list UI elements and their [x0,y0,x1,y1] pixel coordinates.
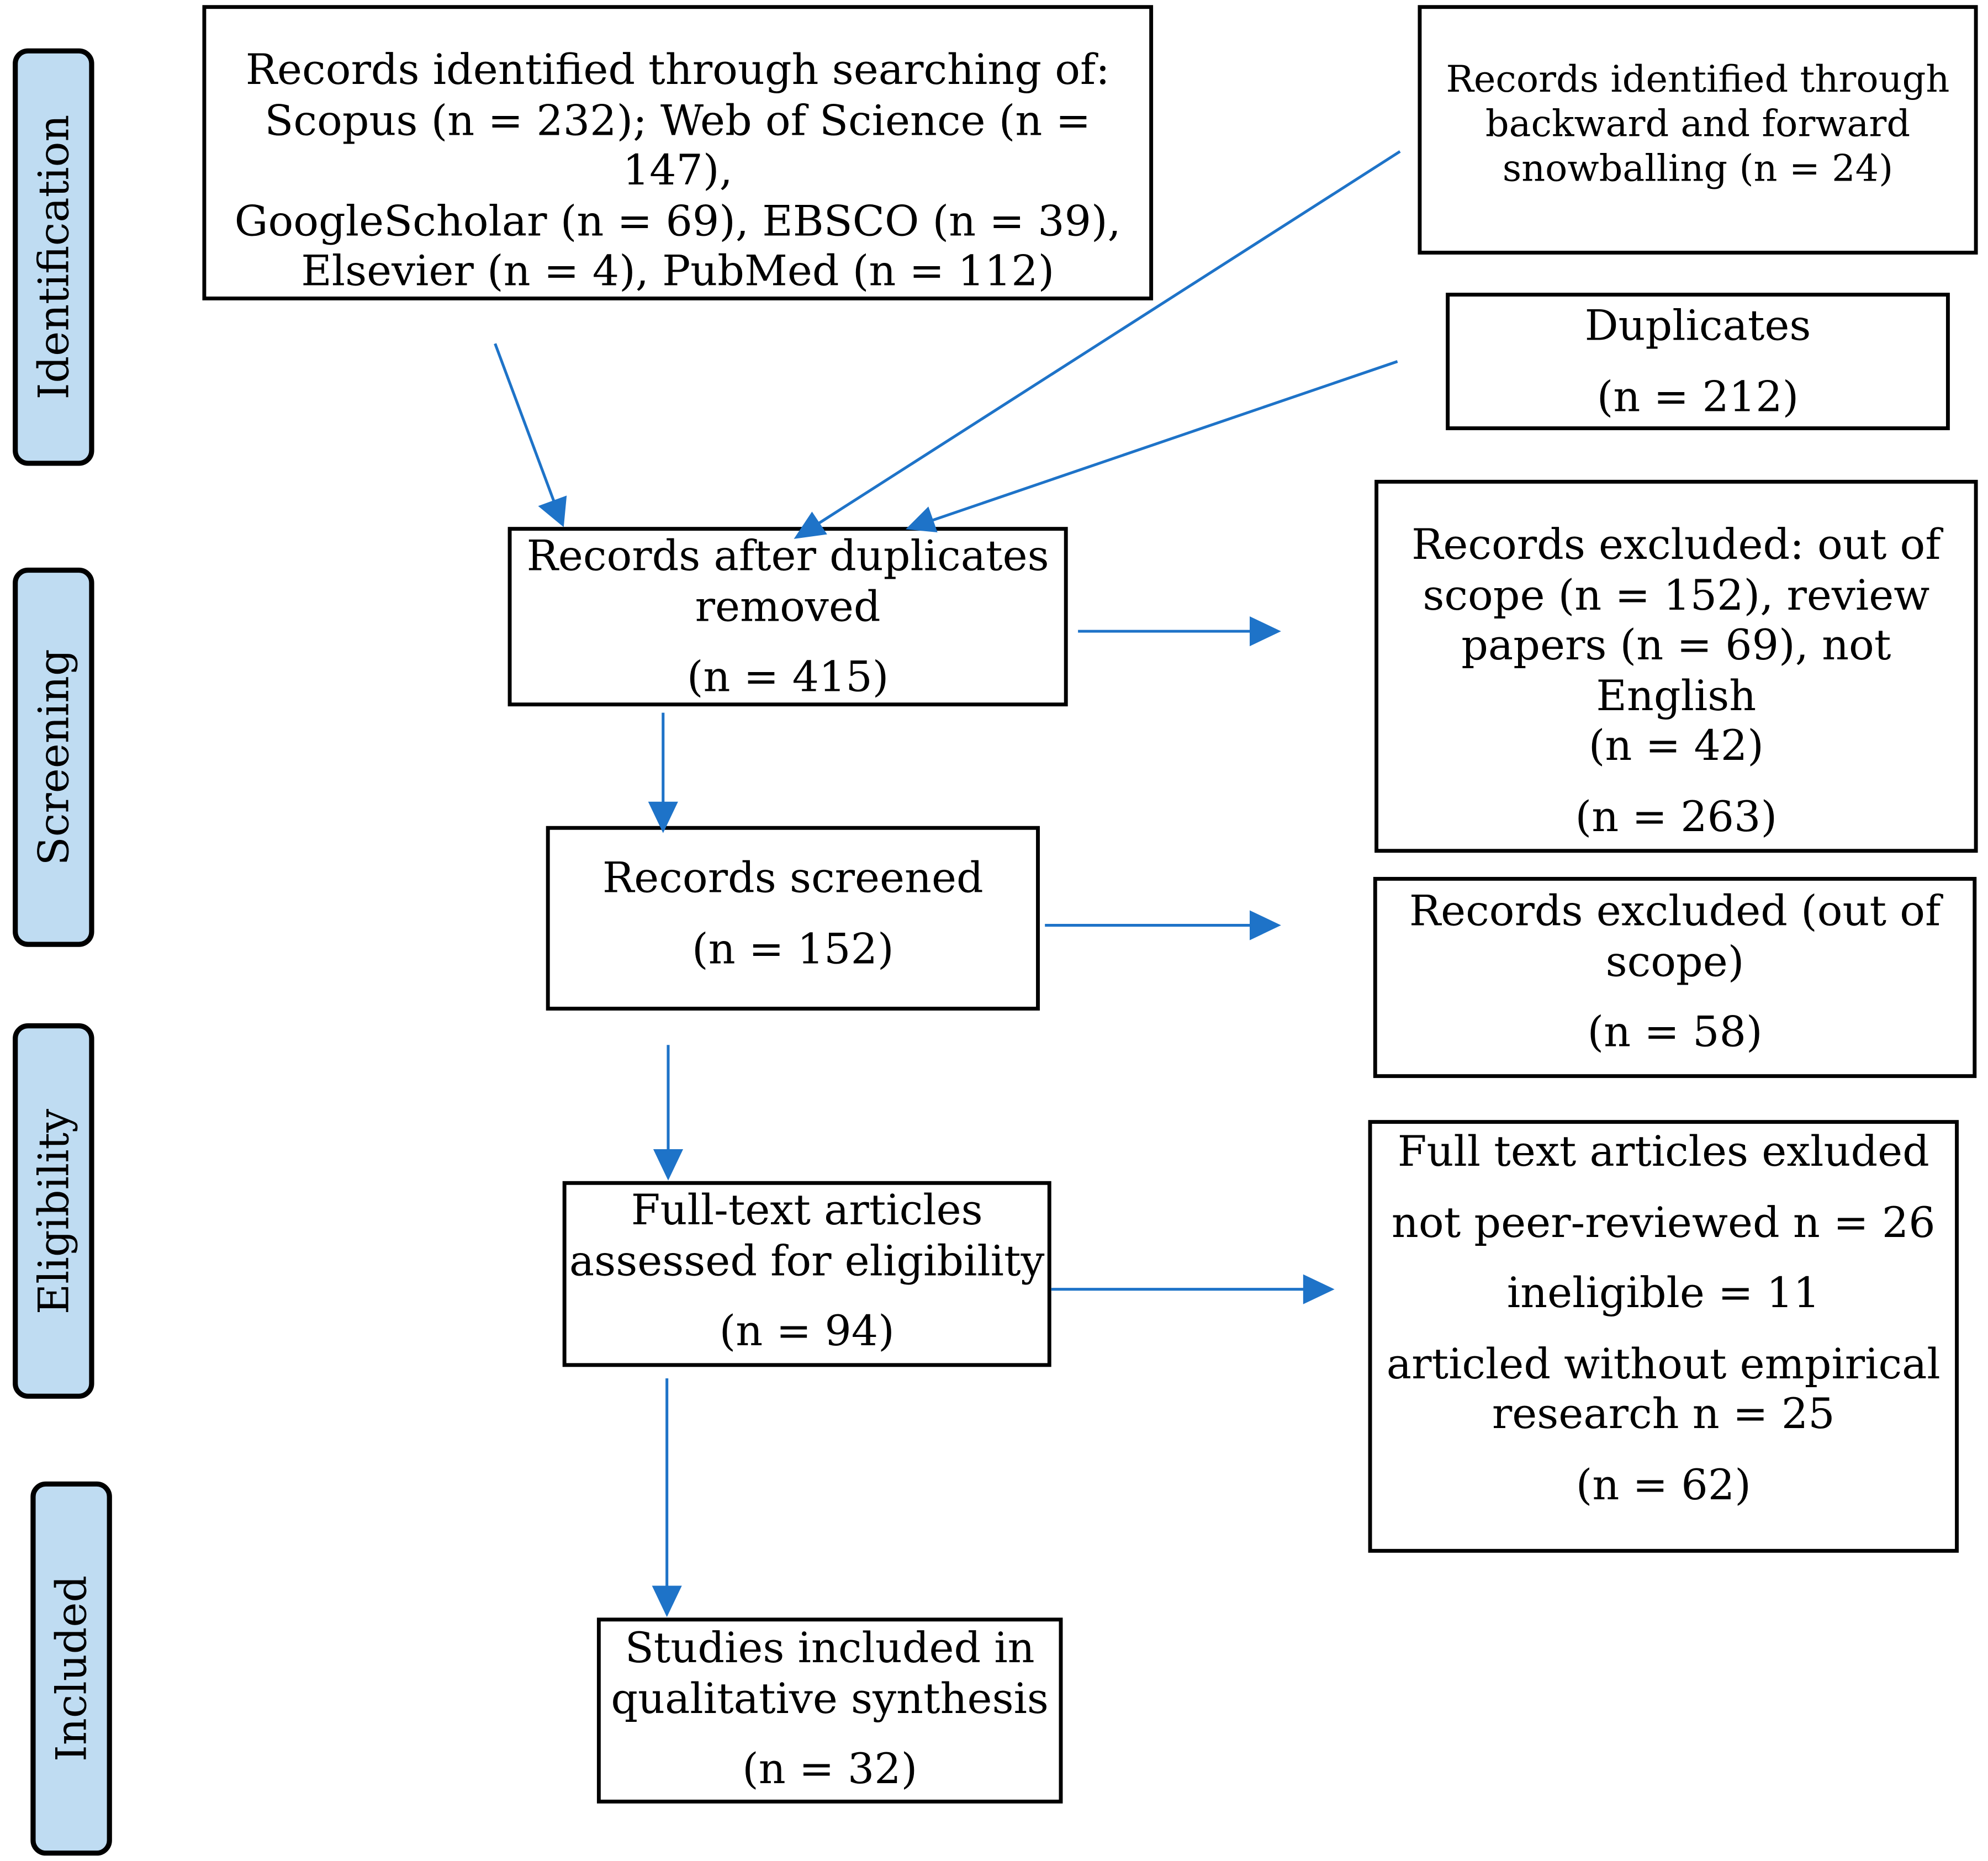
included-count: (n = 32) [742,1743,918,1794]
full-text-excluded-reason: not peer-reviewed n = 26 [1391,1197,1936,1247]
full-text-excluded-reason: research n = 25 [1492,1389,1835,1439]
full-text-line: assessed for eligibility [569,1235,1045,1285]
excluded-scope-box: Records excluded (out of scope) (n = 58) [1373,876,1977,1078]
excluded-first-count: (n = 263) [1575,791,1778,842]
snowballing-line: snowballing (n = 24) [1502,146,1894,189]
full-text-count: (n = 94) [719,1306,895,1356]
excluded-first-line: papers (n = 69), not English [1461,620,1891,720]
phase-identification: Identification [13,48,94,466]
records-screened-title: Records screened [602,853,984,903]
database-search-line: Records identified through searching of: [245,44,1110,94]
arrow-head [794,511,827,539]
after-duplicates-box: Records after duplicates removed (n = 41… [507,527,1068,707]
full-text-excluded-reason: articled without empirical [1386,1339,1941,1388]
records-screened-box: Records screened (n = 152) [546,826,1040,1011]
full-text-box: Full-text articles assessed for eligibil… [562,1181,1051,1367]
included-box: Studies included in qualitative synthesi… [596,1617,1063,1804]
arrow-head [648,801,678,833]
excluded-first-line: scope (n = 152), review [1423,569,1930,620]
arrow-head [1303,1274,1335,1304]
arrow-duplicates-to-after-duplicates [931,360,1398,522]
excluded-scope-line: scope) [1605,936,1744,986]
after-duplicates-line: Records after duplicates [526,531,1049,580]
excluded-first-line: (n = 42) [1588,721,1764,771]
full-text-excluded-reason: ineligible = 11 [1506,1267,1820,1318]
phase-included: Included [30,1481,112,1856]
excluded-first-box: Records excluded: out of scope (n = 152)… [1374,479,1978,853]
excluded-scope-line: Records excluded (out of [1409,886,1941,935]
full-text-line: Full-text articles [631,1185,983,1235]
arrow-head [1250,910,1281,940]
database-search-line: GoogleScholar (n = 69), EBSCO (n = 39), [234,195,1121,246]
after-duplicates-line: removed [695,581,881,631]
full-text-excluded-title: Full text articles exluded [1397,1126,1929,1176]
database-search-line: Elsevier (n = 4), PubMed (n = 112) [301,246,1055,296]
arrow-snowballing-to-after-duplicates [816,150,1401,526]
duplicates-box: Duplicates (n = 212) [1446,293,1950,431]
snowballing-line: Records identified through [1446,57,1950,101]
arrow-head [905,506,938,532]
snowballing-box: Records identified through backward and … [1418,5,1978,255]
excluded-first-line: Records excluded: out of [1411,519,1941,569]
snowballing-line: backward and forward [1485,101,1911,145]
arrow-head [653,1149,684,1181]
after-duplicates-count: (n = 415) [686,652,889,702]
records-screened-count: (n = 152) [692,923,894,974]
duplicates-title: Duplicates [1584,300,1811,350]
phase-eligibility: Eligibility [13,1023,94,1399]
arrow-head [1250,616,1281,647]
duplicates-count: (n = 212) [1596,371,1799,421]
full-text-excluded-count: (n = 62) [1575,1460,1751,1510]
included-line: Studies included in [625,1622,1035,1673]
phase-screening: Screening [13,567,94,947]
excluded-scope-count: (n = 58) [1587,1007,1763,1057]
full-text-excluded-box: Full text articles exluded not peer-revi… [1368,1120,1959,1553]
database-search-line: Scopus (n = 232); Web of Science (n = 14… [265,94,1091,195]
arrow-search-to-after-duplicates [494,343,557,505]
included-line: qualitative synthesis [611,1673,1049,1723]
arrow-head [652,1585,682,1617]
arrow-head [538,495,567,527]
database-search-box: Records identified through searching of:… [202,5,1154,300]
